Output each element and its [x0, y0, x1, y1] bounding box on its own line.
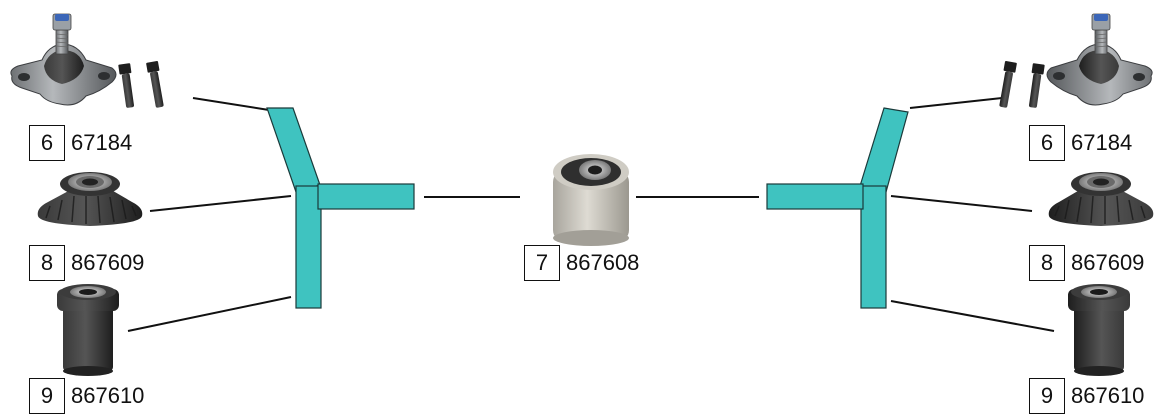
part-label-ball-joint-right: 6 67184: [1029, 125, 1132, 161]
leader-line: [890, 195, 1033, 212]
part-number: 67184: [71, 130, 133, 155]
part-number: 867609: [71, 250, 145, 275]
part-label-bushing-right: 9 867610: [1029, 378, 1144, 414]
part-index-box: 8: [29, 245, 65, 281]
rubber-mount-icon: [36, 171, 144, 227]
bushing-icon: [57, 284, 119, 376]
part-index-box: 6: [1029, 125, 1065, 161]
center-bushing-icon: [553, 154, 629, 246]
part-label-mount-left: 8 867609: [29, 245, 144, 281]
leader-line: [890, 300, 1055, 332]
leader-line: [127, 296, 292, 332]
part-number: 867609: [1071, 250, 1145, 275]
leader-line: [909, 97, 1003, 109]
leader-line: [149, 195, 292, 212]
part-number: 867610: [1071, 383, 1145, 408]
part-index-box: 6: [29, 125, 65, 161]
part-index-box: 9: [29, 378, 65, 414]
part-index-box: 9: [1029, 378, 1065, 414]
control-arm-left: [266, 107, 415, 309]
part-number: 867610: [71, 383, 145, 408]
part-number: 67184: [1071, 130, 1133, 155]
part-number: 867608: [566, 250, 640, 275]
rubber-mount-icon: [1047, 171, 1155, 227]
leader-lines: [127, 97, 1055, 332]
part-label-ball-joint-left: 6 67184: [29, 125, 132, 161]
part-label-mount-right: 8 867609: [1029, 245, 1144, 281]
part-index-box: 7: [524, 245, 560, 281]
leader-line: [192, 97, 270, 111]
part-label-center-bushing: 7 867608: [524, 245, 639, 281]
bushing-icon: [1068, 284, 1130, 376]
ball-joint-icon: [10, 13, 167, 109]
control-arm-right: [766, 107, 909, 309]
part-label-bushing-left: 9 867610: [29, 378, 144, 414]
part-index-box: 8: [1029, 245, 1065, 281]
ball-joint-icon: [996, 13, 1153, 109]
